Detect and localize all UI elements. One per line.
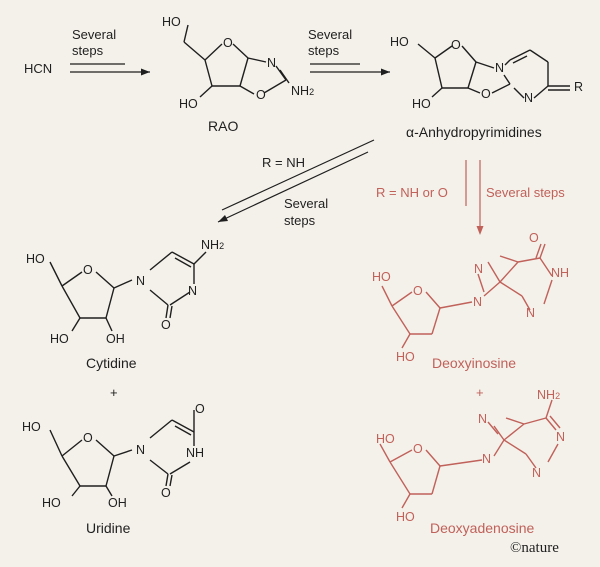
cytidine-label: Cytidine [86,355,137,371]
uridine-ho-bottom: HO [42,496,61,510]
deoxyinosine-label: Deoxyinosine [432,355,517,371]
several-steps-label-3b: steps [284,213,316,228]
cytidine-ho-bottom: HO [50,332,69,346]
arrow-cytidine-line2 [217,151,369,223]
deoxyinosine-nh: NH [551,266,570,280]
rao-nh2: NH2 [291,84,315,98]
cytidine-ring-o: O [83,263,93,277]
rao-structure [183,24,290,98]
cytidine-o: O [161,318,171,332]
anhydro-n1: N [495,61,505,75]
deoxyadenosine-ho-top: HO [376,432,395,446]
deoxyinosine-o: O [529,231,539,245]
deoxyadenosine-label: Deoxyadenosine [430,520,535,536]
several-steps-label-2a: Several [308,27,353,42]
cytidine-structure [49,251,207,332]
arrow-cytidine-line1 [221,139,375,211]
uridine-oh: OH [108,496,127,510]
anhydro-ho-bottom: HO [412,97,431,111]
rao-n: N [267,56,277,70]
anhydro-r: R [574,80,584,94]
uridine-ho-top: HO [22,420,41,434]
anhydro-ring-o: O [451,38,461,52]
uridine-o-bottom: O [161,486,171,500]
deoxyinosine-ring-o: O [413,284,423,298]
deoxyadenosine-n7: N [478,412,488,426]
deoxyinosine-n9: N [473,295,483,309]
several-steps-label-1a: Several [72,27,117,42]
anhydro-structure [417,43,570,99]
plus-right: + [476,385,484,400]
condition-r-nh: R = NH [262,155,305,170]
uridine-label: Uridine [86,520,131,536]
hcn-label: HCN [24,61,53,76]
deoxyadenosine-nh2: NH2 [537,388,561,402]
uridine-n1: N [136,443,146,457]
rao-ho-top: HO [162,15,181,29]
anhydro-ho-top: HO [390,35,409,49]
black-arrowheads [141,68,390,222]
cytidine-oh: OH [106,332,125,346]
anhydro-o: O [481,87,491,101]
cytidine-ho-top: HO [26,252,45,266]
red-arrows [465,160,481,232]
black-arrows [70,63,390,223]
several-steps-label-3a: Several [284,196,329,211]
deoxyinosine-ho-bottom: HO [396,350,415,364]
uridine-ring-o: O [83,431,93,445]
plus-left: + [110,385,118,400]
rao-label: RAO [208,118,239,134]
cytidine-nh2: NH2 [201,238,225,252]
uridine-o-top: O [195,402,205,416]
uridine-structure [49,410,195,497]
several-steps-label-2b: steps [308,43,340,58]
deoxyinosine-n7: N [474,262,484,276]
deoxyadenosine-ho-bottom: HO [396,510,415,524]
rao-ring-o: O [223,36,233,50]
deoxyadenosine-structure [379,399,561,509]
condition-r-nh-or-o: R = NH or O [376,185,448,200]
red-arrowheads [476,226,484,235]
deoxyadenosine-n1: N [556,430,566,444]
nature-credit: ©nature [510,540,559,556]
deoxyinosine-ho-top: HO [372,270,391,284]
deoxyinosine-structure [381,243,553,349]
anhydro-label: α-Anhydropyrimidines [406,124,542,140]
several-steps-label-1b: steps [72,43,104,58]
several-steps-label-red: Several steps [486,185,565,200]
deoxyadenosine-ring-o: O [413,442,423,456]
rao-ho-bottom: HO [179,97,198,111]
rao-o: O [256,88,266,102]
cytidine-n1: N [136,274,146,288]
deoxyadenosine-n3: N [532,466,542,480]
deoxyinosine-n3: N [526,306,536,320]
anhydro-n2: N [524,91,534,105]
cytidine-n3: N [188,284,198,298]
uridine-nh: NH [186,446,205,460]
deoxyadenosine-n9: N [482,452,492,466]
